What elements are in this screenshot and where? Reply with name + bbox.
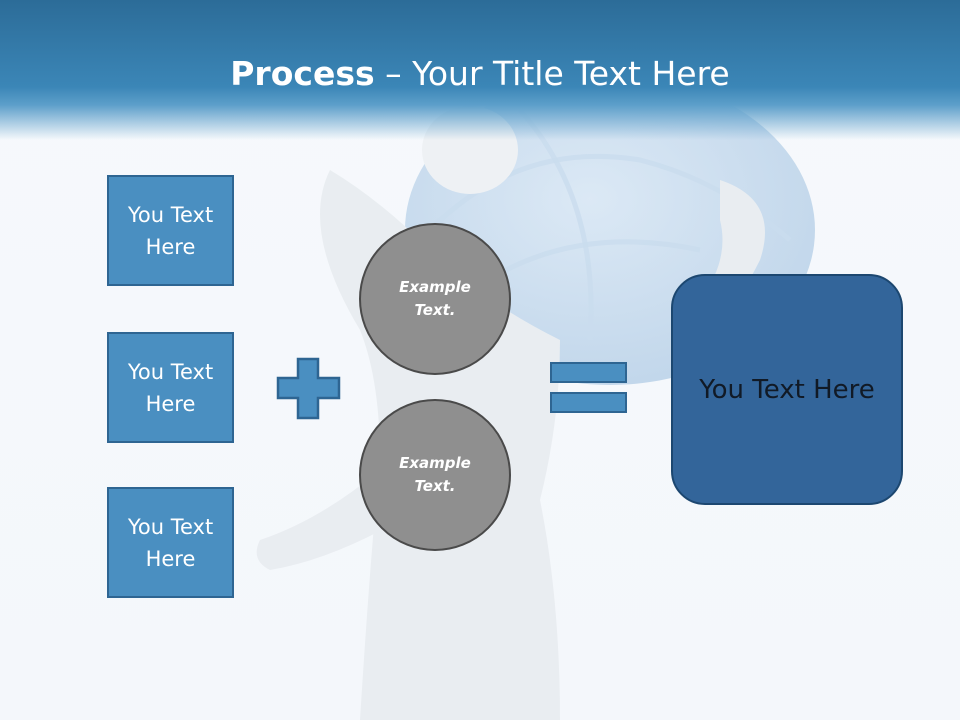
example-circle-1-label: Example Text. xyxy=(399,278,471,319)
title-bold: Process xyxy=(230,54,375,93)
text-box-1-label: You Text Here xyxy=(127,202,214,259)
title-bar xyxy=(0,0,960,140)
text-box-2: You Text Here xyxy=(107,332,234,443)
text-box-2-label: You Text Here xyxy=(127,359,214,416)
text-box-1: You Text Here xyxy=(107,175,234,286)
example-circle-1: Example Text. xyxy=(359,223,511,375)
result-box-label: You Text Here xyxy=(699,374,875,405)
slide-title: Process – Your Title Text Here xyxy=(0,52,960,96)
example-circle-2-label: Example Text. xyxy=(399,454,471,495)
example-circle-2: Example Text. xyxy=(359,399,511,551)
title-rest: – Your Title Text Here xyxy=(374,54,730,93)
result-box: You Text Here xyxy=(671,274,903,505)
text-box-3-label: You Text Here xyxy=(127,514,214,571)
text-box-3: You Text Here xyxy=(107,487,234,598)
